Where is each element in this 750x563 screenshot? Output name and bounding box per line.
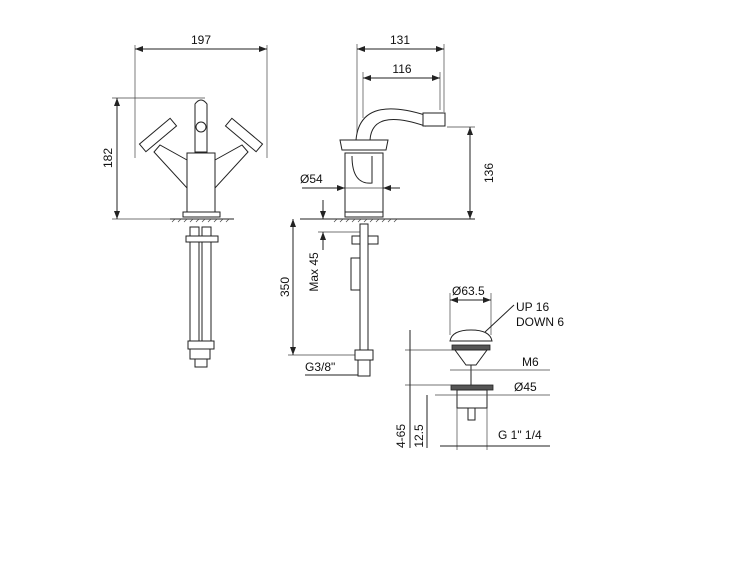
- dim-spout-height-label: 136: [482, 163, 496, 183]
- waste-view: Ø63.5 UP 16 DOWN 6 M6 Ø45 G 1" 1/4 4-65 …: [394, 284, 564, 450]
- cross-handle: [339, 139, 389, 151]
- dim-width-label: 197: [191, 33, 211, 47]
- stroke-up-label: UP 16: [516, 300, 549, 314]
- dim-max-deck-label: Max 45: [307, 252, 321, 292]
- rod-label: M6: [522, 355, 539, 369]
- front-view: 197 182: [101, 33, 268, 368]
- range-label: 4-65: [394, 424, 408, 448]
- dim-base-diameter-label: Ø54: [300, 172, 323, 186]
- dim-hose-length-label: 350: [278, 277, 292, 297]
- dim-connection-label: G3/8": [305, 360, 335, 374]
- dim-reach-label: 116: [392, 62, 411, 76]
- dim-cap-diameter-label: Ø63.5: [452, 284, 485, 298]
- dim-projection-label: 131: [390, 33, 410, 47]
- side-view: 131 116 Ø54 136 Max 45 350 G3/8: [278, 33, 496, 377]
- dim-height-label: 182: [101, 148, 115, 168]
- stroke-down-label: DOWN 6: [516, 315, 564, 329]
- thread-label: G 1" 1/4: [498, 428, 542, 442]
- nozzle: [422, 112, 446, 127]
- left-handle: [138, 117, 178, 153]
- flange-diameter-label: Ø45: [514, 380, 537, 394]
- spout: [355, 108, 426, 141]
- right-handle: [224, 117, 264, 153]
- pop-up-cap: [449, 329, 493, 342]
- nozzle: [195, 121, 207, 133]
- min-height-label: 12.5: [412, 424, 426, 448]
